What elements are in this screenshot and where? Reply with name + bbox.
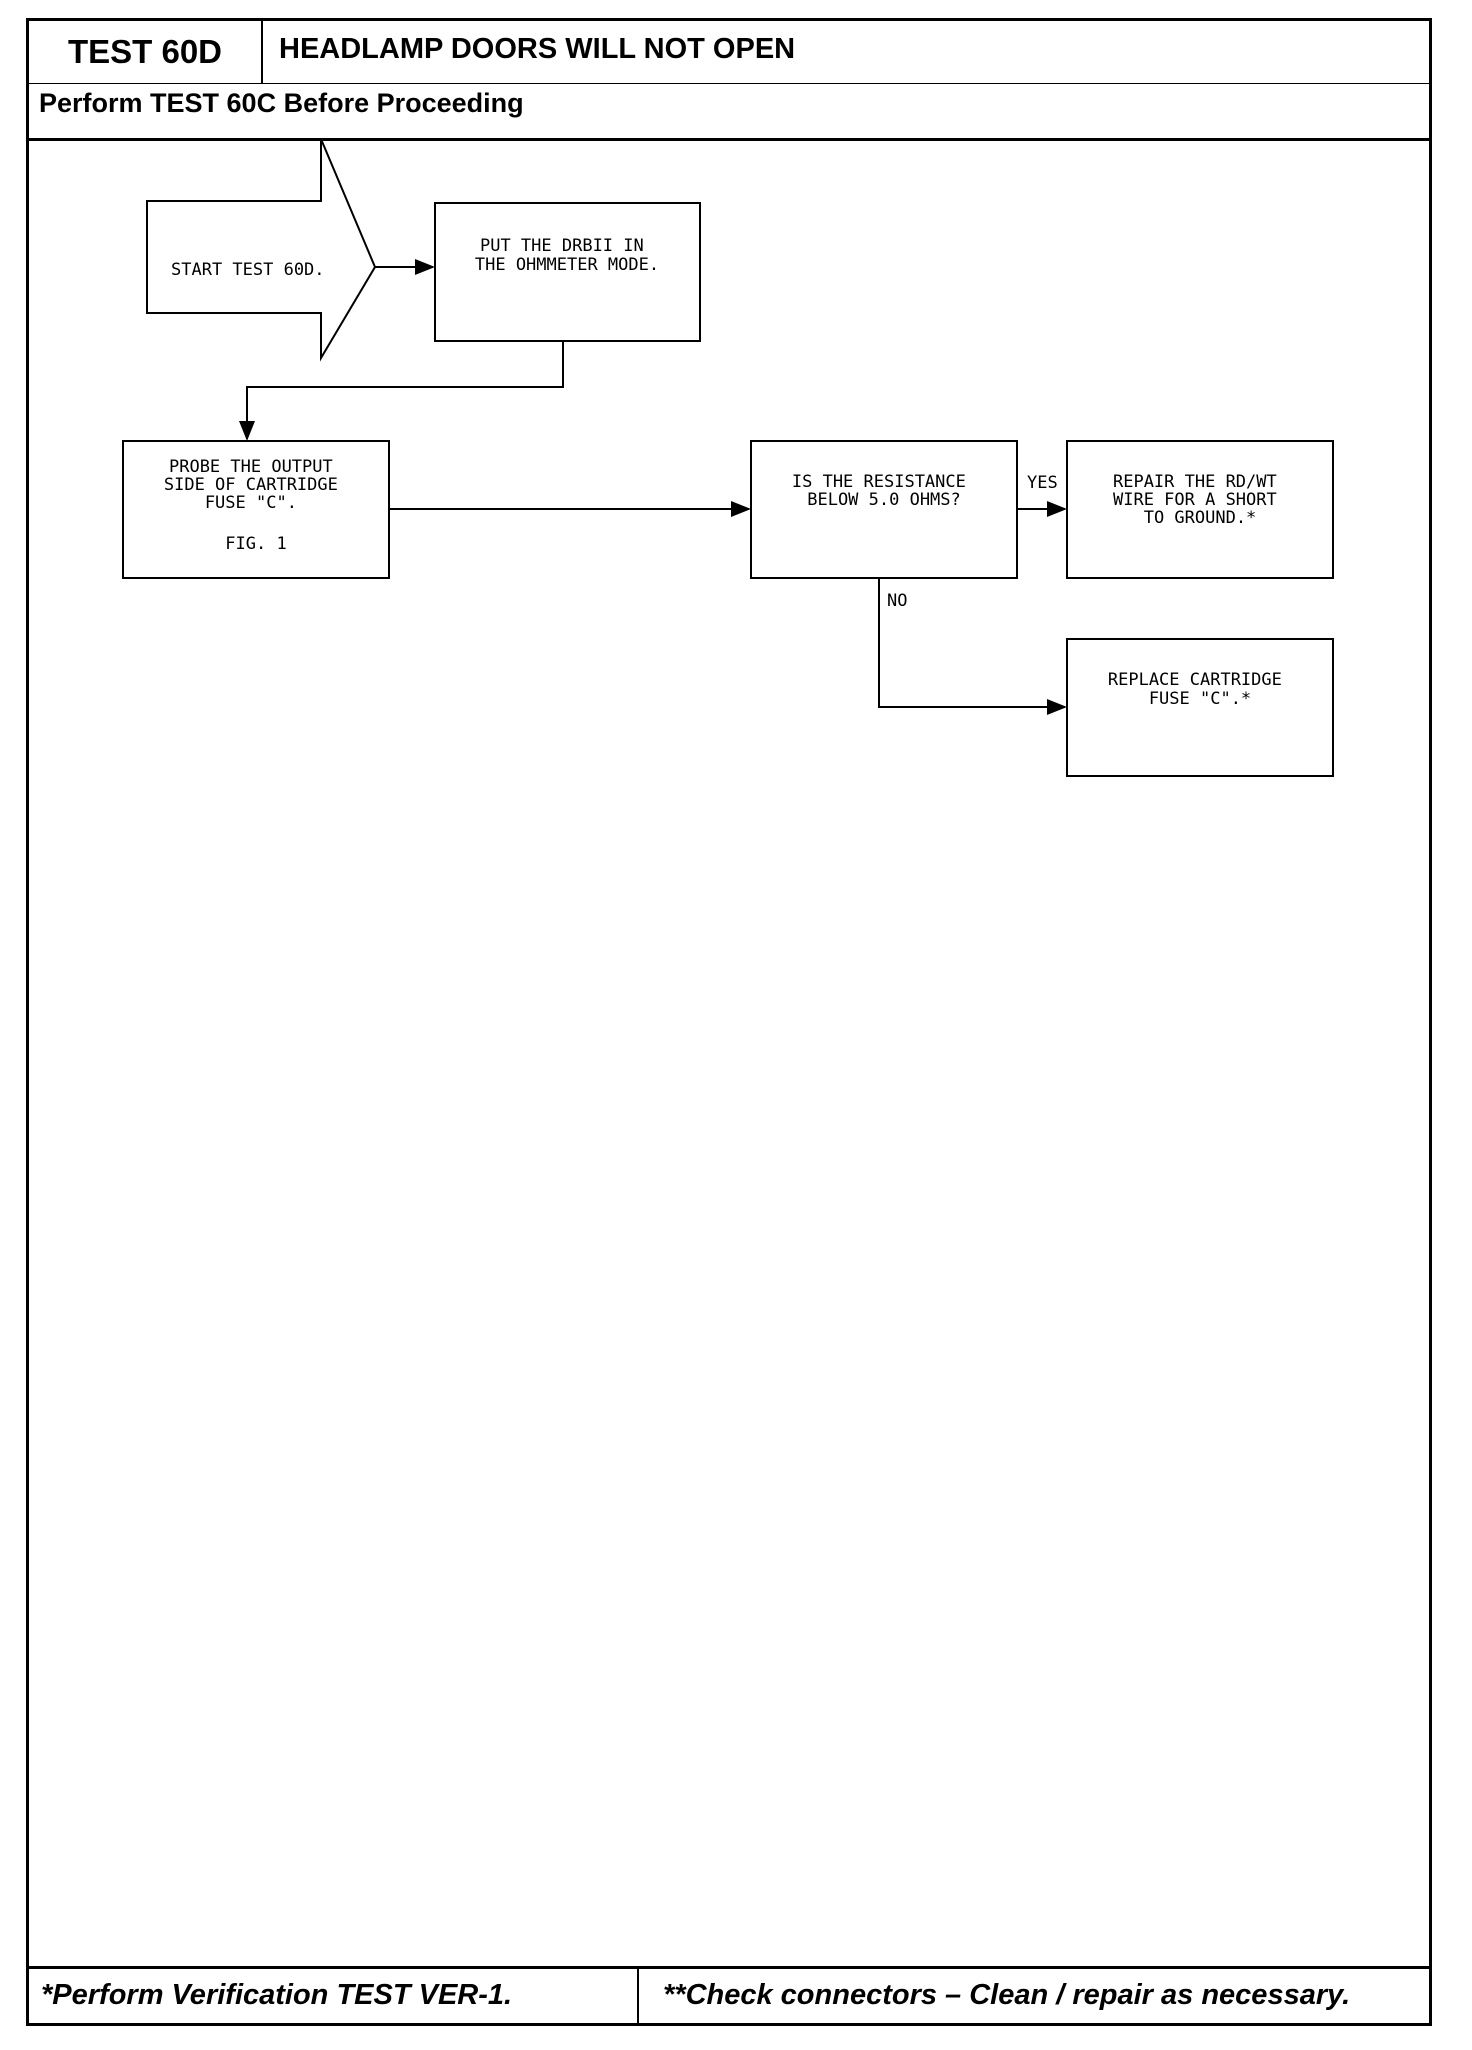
- yes-action-box: [1066, 440, 1334, 579]
- no-label: NO: [887, 591, 907, 611]
- flowchart: START TEST 60D. PUT THE DRBII IN THE OHM…: [122, 138, 1334, 777]
- connector-drb-probe: [239, 341, 564, 441]
- yes-label: YES: [1027, 473, 1058, 493]
- no-action-box: [1066, 638, 1334, 777]
- footer-verification-note: *Perform Verification TEST VER-1.: [29, 1969, 639, 2023]
- footer: *Perform Verification TEST VER-1. **Chec…: [29, 1966, 1429, 2023]
- start-label: START TEST 60D.: [171, 260, 325, 280]
- test-title: HEADLAMP DOORS WILL NOT OPEN: [279, 33, 796, 65]
- prerequisite-note: Perform TEST 60C Before Proceeding: [29, 83, 1429, 141]
- no-action-text: REPLACE CARTRIDGE FUSE "C".*: [1108, 670, 1292, 709]
- step-drb-text: PUT THE DRBII IN THE OHMMETER MODE.: [475, 236, 659, 275]
- test-id: TEST 60D: [29, 21, 263, 83]
- decision-text: IS THE RESISTANCE BELOW 5.0 OHMS?: [792, 472, 976, 510]
- yes-action-text: REPAIR THE RD/WT WIRE FOR A SHORT TO GRO…: [1113, 472, 1287, 528]
- test-page: TEST 60D HEADLAMP DOORS WILL NOT OPEN Pe…: [26, 18, 1432, 2026]
- start-arrow-shape: [146, 138, 377, 362]
- header-row: TEST 60D HEADLAMP DOORS WILL NOT OPEN: [29, 21, 1429, 84]
- decision-box: [750, 440, 1018, 579]
- footer-connectors-note: **Check connectors – Clean / repair as n…: [663, 1979, 1351, 2011]
- connector-no: [878, 578, 1067, 715]
- step-probe-text: PROBE THE OUTPUT SIDE OF CARTRIDGE FUSE …: [164, 457, 348, 554]
- step-probe-box: [122, 440, 390, 579]
- step-drb-box: [434, 202, 701, 342]
